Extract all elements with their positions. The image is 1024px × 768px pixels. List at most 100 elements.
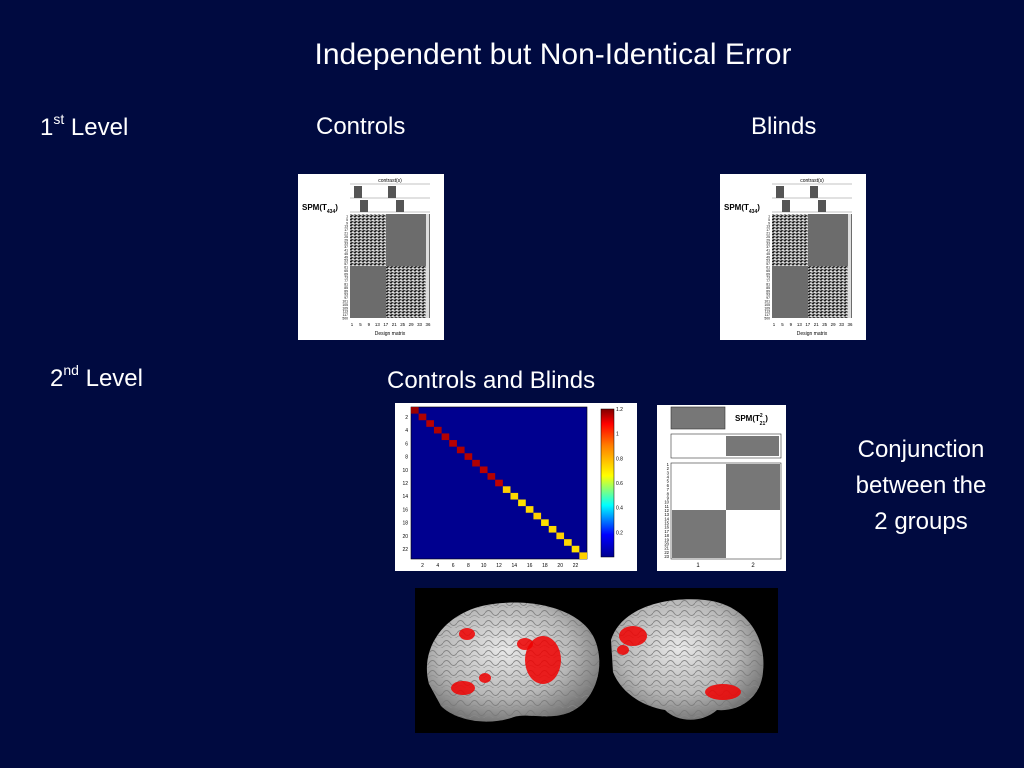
- group-row-tick: 17: [664, 529, 669, 534]
- conjunction-line-2: between the: [855, 472, 987, 499]
- brain-renderings-svg: [426, 599, 764, 722]
- row-tick-label: 13: [766, 225, 770, 229]
- row-tick-label: 49: [344, 255, 348, 259]
- first-level-text: Level: [70, 114, 129, 141]
- group-row-tick: 21: [664, 546, 669, 551]
- row-tick-label: 500: [764, 317, 770, 321]
- column-tick-label: 36: [426, 322, 431, 327]
- heatmap-y-tick: 14: [402, 494, 408, 500]
- heatmap-x-tick: 8: [467, 563, 470, 569]
- row-tick-label: 37: [344, 245, 348, 249]
- heatmap-diagonal-cell: [564, 539, 572, 546]
- group-row-tick: 20: [664, 541, 669, 546]
- blinds-design-matrix-svg: contrast(s) SPM(T434) 159131721252933374…: [724, 178, 853, 337]
- heatmap-diagonal-cell: [441, 433, 450, 441]
- contrast-header: contrast(s): [800, 178, 824, 184]
- group-row-tick: 1: [667, 462, 670, 467]
- row-tick-label: 53: [766, 259, 770, 263]
- column-tick-label: 13: [375, 322, 380, 327]
- heatmap-diagonal-cell: [487, 473, 496, 480]
- colorbar-tick: 1: [616, 432, 619, 438]
- controls-and-blinds-label: Controls and Blinds: [387, 367, 596, 394]
- right-hemisphere-brain: [611, 599, 764, 720]
- heatmap-diagonal-cell: [502, 486, 511, 493]
- group-row-tick: 14: [664, 516, 669, 521]
- conjunction-line-3: 2 groups: [874, 508, 968, 535]
- group-row-tick: 11: [665, 504, 670, 509]
- design-matrix-xlabel: Design matrix: [797, 331, 828, 337]
- row-tick-label: 5: [768, 218, 770, 222]
- column-tick-label: 17: [805, 322, 810, 327]
- group-row-tick: 10: [664, 500, 669, 505]
- row-tick-label: 17: [344, 228, 348, 232]
- group-row-tick: 18: [664, 533, 669, 538]
- heatmap-diagonal-cell: [518, 499, 526, 507]
- group-row-tick: 4: [667, 475, 670, 480]
- second-level-superscript: nd: [63, 362, 79, 378]
- column-tick-label: 25: [400, 322, 405, 327]
- heatmap-y-tick: 18: [402, 521, 408, 527]
- heatmap-diagonal-cell: [510, 492, 519, 500]
- column-tick-label: 29: [409, 322, 414, 327]
- heatmap-diagonal-cell: [548, 525, 557, 533]
- heatmap-x-tick: 6: [452, 563, 455, 569]
- row-tick-label: 101: [342, 300, 348, 304]
- colorbar-ticks: 1.210.80.60.40.2: [616, 407, 623, 536]
- heatmap-x-tick: 12: [496, 563, 502, 569]
- row-tick-label: 21: [766, 232, 770, 236]
- row-tick-label: 1: [346, 215, 348, 219]
- colorbar-tick: 0.2: [616, 530, 623, 536]
- heatmap-x-tick: 18: [542, 563, 548, 569]
- heatmap-diagonal-cell: [464, 453, 473, 460]
- row-tick-label: 69: [344, 272, 348, 276]
- row-tick-label: 77: [766, 279, 770, 283]
- heatmap-diagonal: [411, 407, 587, 559]
- heatmap-y-tick: 16: [402, 507, 408, 513]
- row-tick-label: 105: [764, 303, 770, 307]
- row-tick-label: 57: [344, 262, 348, 266]
- colorbar-tick: 0.4: [616, 506, 623, 512]
- row-tick-label: 69: [766, 272, 770, 276]
- row-tick-label: 13: [344, 225, 348, 229]
- second-level-number: 2: [50, 365, 64, 392]
- row-tick-label: 37: [766, 245, 770, 249]
- group-row-tick: 22: [664, 550, 669, 555]
- row-tick-label: 65: [766, 269, 770, 273]
- row-tick-label: 500: [342, 317, 348, 321]
- group-row-tick: 5: [667, 479, 670, 484]
- row-tick-label: 117: [765, 313, 771, 317]
- group-row-tick: 19: [664, 537, 669, 542]
- row-tick-label: 53: [344, 259, 348, 263]
- heatmap-y-tick: 6: [405, 441, 408, 447]
- heatmap-x-tick: 16: [527, 563, 533, 569]
- row-tick-label: 61: [766, 266, 770, 270]
- heatmap-diagonal-cell: [411, 407, 419, 414]
- row-tick-label: 9: [346, 221, 348, 225]
- row-tick-label: 25: [766, 235, 770, 239]
- heatmap-diagonal-cell: [449, 440, 457, 447]
- second-level-text: Level: [85, 365, 143, 392]
- row-tick-label: 33: [766, 242, 770, 246]
- heatmap-diagonal-cell: [495, 479, 503, 487]
- group-row-tick: 15: [664, 521, 669, 526]
- colorbar-tick: 0.6: [616, 481, 623, 487]
- heatmap-y-tick: 20: [402, 534, 408, 540]
- controls-label: Controls: [316, 113, 406, 140]
- column-tick-label: 33: [839, 322, 844, 327]
- heatmap-diagonal-cell: [556, 532, 565, 540]
- row-tick-label: 49: [766, 255, 770, 259]
- row-tick-label: 105: [342, 303, 348, 307]
- column-tick-label: 21: [392, 322, 397, 327]
- blinds-label: Blinds: [751, 113, 817, 140]
- activation-blob: [525, 636, 561, 684]
- row-tick-label: 89: [344, 289, 348, 293]
- heatmap-x-tick: 4: [436, 563, 439, 569]
- group-row-tick: 9: [667, 495, 670, 500]
- row-tick-label: 113: [343, 310, 349, 314]
- row-tick-label: 21: [344, 232, 348, 236]
